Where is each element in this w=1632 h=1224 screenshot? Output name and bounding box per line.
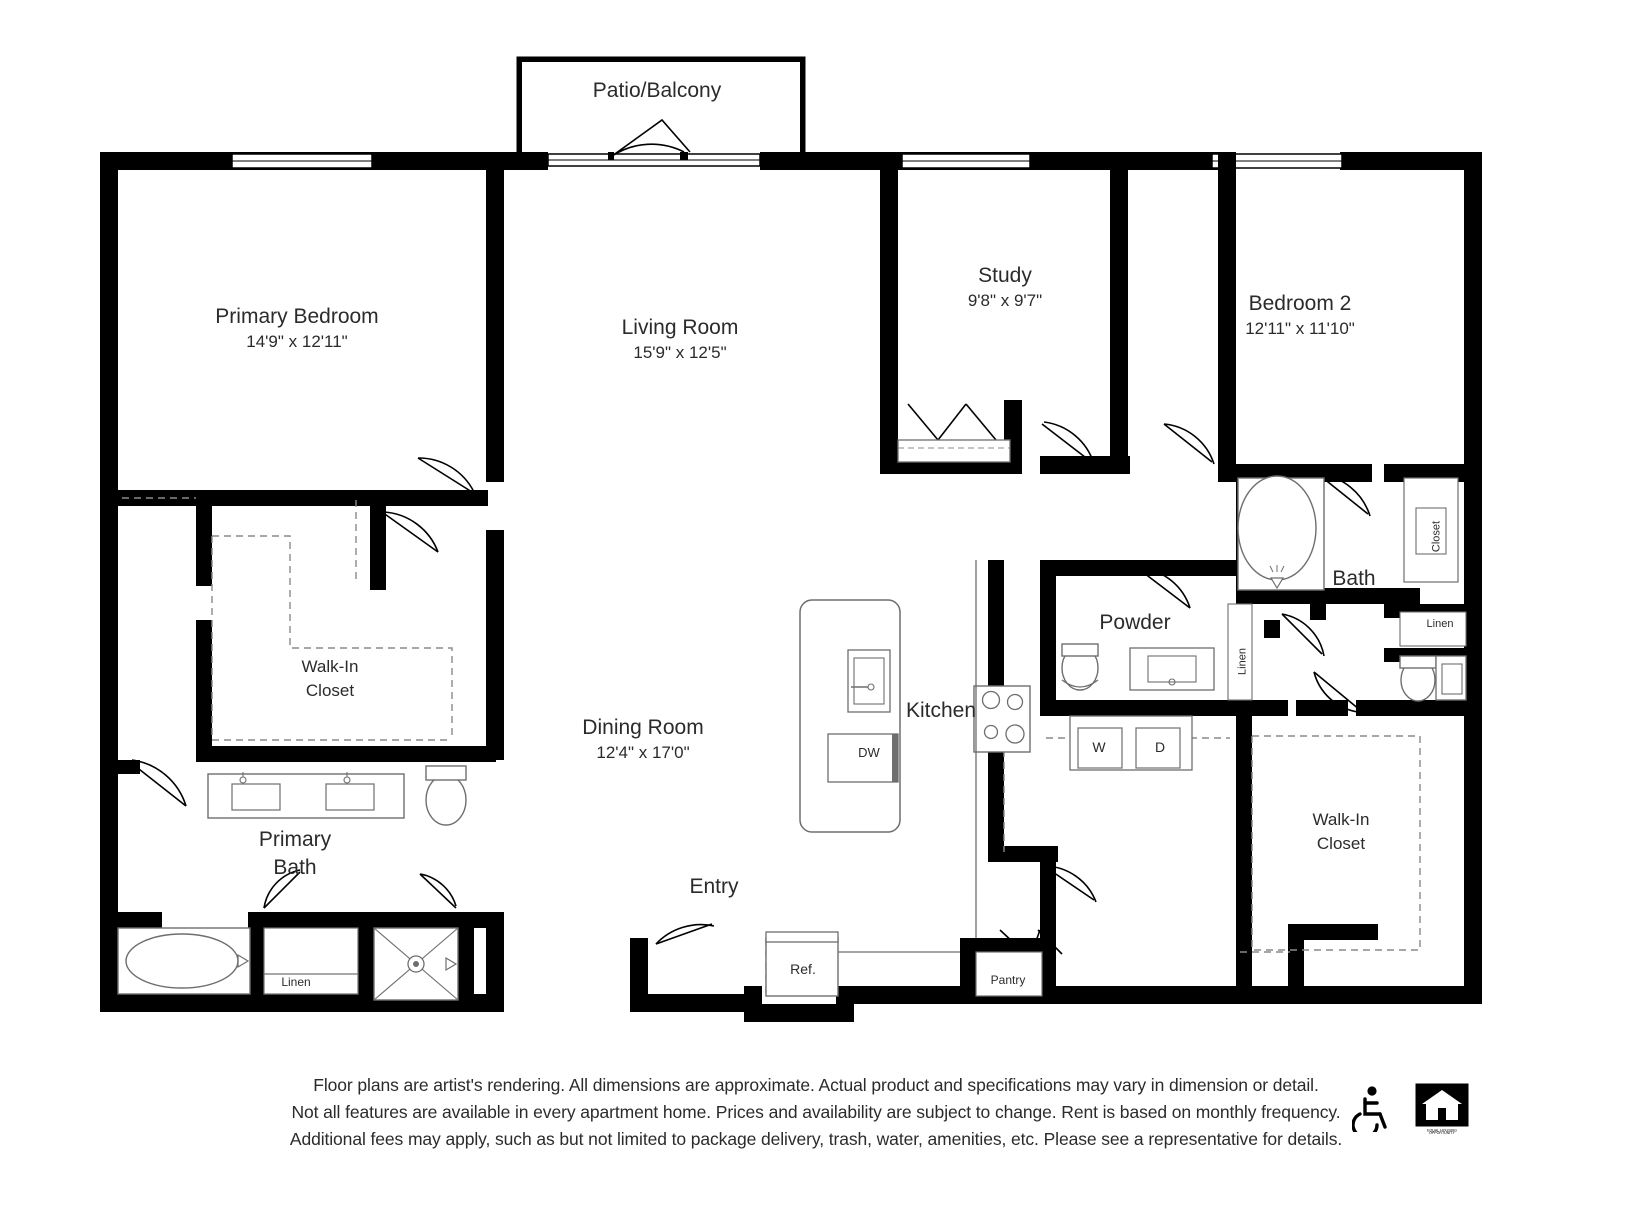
- patio-door: [608, 118, 691, 160]
- disclaimer-line-2: Not all features are available in every …: [291, 1102, 1341, 1122]
- wheelchair-accessible-icon: [1352, 1086, 1387, 1132]
- linen-powder-label: Linen: [1236, 648, 1249, 675]
- linen-primary-label: Linen: [281, 975, 311, 989]
- label-line-1: Primary: [258, 828, 332, 851]
- patio-balcony-outline: [516, 56, 806, 160]
- refrigerator-label: Ref.: [790, 961, 816, 977]
- pantry-label: Pantry: [990, 973, 1026, 987]
- bath-fixtures: [1237, 475, 1467, 702]
- label-line-1: Walk-In: [1312, 810, 1370, 829]
- disclaimer-line-3: Additional fees may apply, such as but n…: [289, 1129, 1343, 1149]
- disclaimer-line-1: Floor plans are artist's rendering. All …: [313, 1075, 1319, 1095]
- fair-housing-text-2: OPPORTUNITY: [1429, 1131, 1455, 1134]
- primary-bath-fixtures: [117, 765, 467, 1001]
- closet-bath-label: Closet: [1430, 520, 1443, 553]
- label-line-2: Closet: [1316, 834, 1366, 853]
- laundry-fixtures: [1069, 715, 1193, 771]
- label-line-2: Bath: [273, 856, 317, 879]
- equal-housing-opportunity-icon: EQUAL HOUSING OPPORTUNITY: [1415, 1083, 1469, 1134]
- study-builtin: [897, 439, 1011, 463]
- fair-housing-text-1: EQUAL HOUSING: [1427, 1128, 1457, 1132]
- windows: [231, 153, 1343, 169]
- label-line-2: Closet: [305, 681, 355, 700]
- kitchen-fixtures: [765, 560, 1043, 997]
- badges-group: EQUAL HOUSING OPPORTUNITY: [1352, 1082, 1482, 1134]
- dryer-label: D: [1154, 739, 1166, 755]
- disclaimer-footer: Floor plans are artist's rendering. All …: [0, 1072, 1632, 1153]
- door-swings: [129, 403, 1371, 960]
- dishwasher-label: DW: [858, 745, 880, 760]
- label-line-1: Walk-In: [301, 657, 359, 676]
- powder-fixtures: [1061, 603, 1253, 701]
- linen-bath-label: Linen: [1426, 618, 1454, 630]
- washer-label: W: [1092, 739, 1106, 755]
